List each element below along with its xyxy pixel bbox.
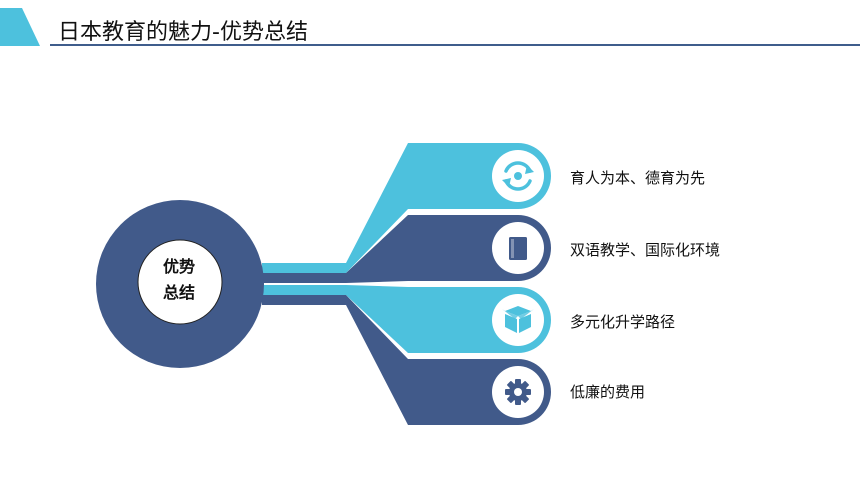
summary-circle-inner	[137, 239, 223, 325]
item-label-4: 低廉的费用	[570, 383, 646, 401]
summary-label-line2: 总结	[162, 283, 195, 302]
connector-bar-bottom	[262, 295, 346, 305]
book-icon	[509, 237, 527, 260]
connector-bar-lower	[262, 285, 346, 295]
connector-bar-top	[262, 263, 346, 273]
item-label-3: 多元化升学路径	[570, 313, 676, 331]
box-icon	[502, 306, 534, 333]
gear-icon	[505, 379, 531, 405]
item-label-2: 双语教学、国际化环境	[570, 241, 721, 259]
page-title: 日本教育的魅力-优势总结	[58, 20, 308, 45]
summary-center-label: 优势 总结	[138, 254, 220, 306]
summary-label-line1: 优势	[162, 257, 195, 276]
icon-circle-3	[492, 294, 544, 346]
connector-bar-upper	[262, 273, 346, 283]
item-label-1: 育人为本、德育为先	[570, 169, 706, 187]
title-corner-decoration	[0, 8, 40, 46]
title-underline	[50, 44, 860, 46]
recycle-icon	[502, 161, 534, 191]
